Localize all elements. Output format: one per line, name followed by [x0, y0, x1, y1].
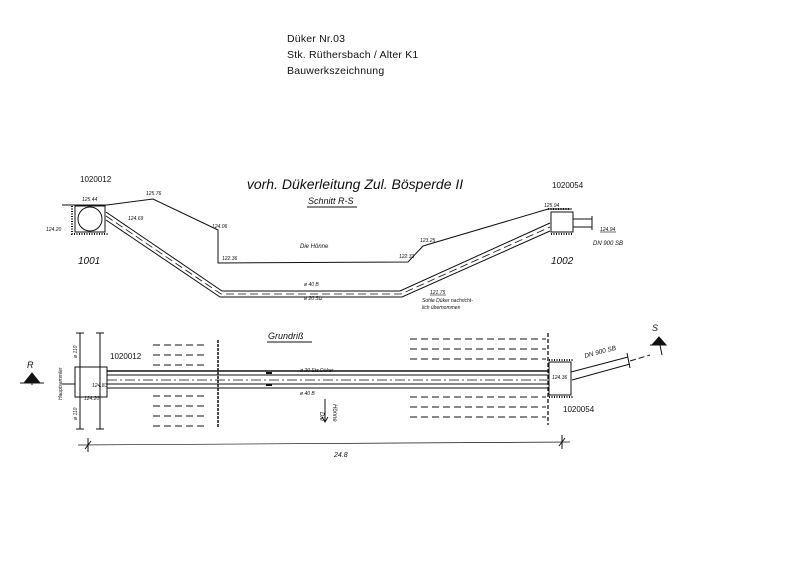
diameter-bottom: ø 110: [73, 407, 79, 420]
level-125-44: 125.44: [82, 197, 98, 203]
level-123-25: 123.25: [420, 238, 436, 244]
plan-level-124-20: 124.20: [84, 396, 100, 402]
level-124-06: 124.06: [212, 224, 228, 230]
river-label-plan-1: Die: [318, 412, 324, 422]
plan-title: Grundriß: [268, 331, 304, 341]
drawing-title-line3: Bauwerkszeichnung: [287, 65, 385, 77]
right-manhole-plan: [548, 352, 651, 398]
flow-arrow: [321, 399, 329, 423]
note-line1: Sohle Düker nachricht-: [422, 298, 473, 304]
section-subtitle: Schnitt R-S: [308, 196, 354, 206]
pipe-section-top: [105, 211, 551, 292]
level-124-94: 124.94: [600, 227, 616, 233]
dimension-value: 24.8: [333, 452, 348, 459]
plan-left-id: 1020012: [110, 352, 142, 361]
section-title: vorh. Dükerleitung Zul. Bösperde II: [247, 176, 463, 192]
drawing-title-line2: Stk. Rüthersbach / Alter K1: [287, 49, 419, 61]
level-122-33: 122.33: [399, 254, 415, 260]
plan-pipe-label-bottom: ø 40 B: [300, 391, 315, 397]
section-marker-s: S: [650, 323, 668, 356]
level-124-20: 124.20: [46, 227, 62, 233]
river-label-plan-2: Hönne: [331, 404, 337, 422]
left-manhole-plan: [62, 332, 108, 430]
marker-s-label: S: [652, 323, 658, 333]
section-right-id: 1020054: [552, 181, 584, 190]
pipe-section-axis: [105, 215, 551, 295]
plan-level-124-83: 124.83: [92, 383, 108, 389]
section-left-id: 1020012: [80, 175, 112, 184]
ground-profile-line: [62, 198, 570, 264]
note-line2: lich übernommen: [422, 305, 461, 311]
level-125-76: 125.76: [146, 191, 162, 197]
plan-right-id: 1020054: [563, 405, 595, 414]
left-manhole-section: [71, 205, 108, 235]
pipe-section-bottom: [105, 219, 551, 298]
marker-r-label: R: [27, 360, 34, 370]
pipe-label-20stz: ø 20 Stz: [304, 296, 323, 302]
level-124-69: 124.69: [128, 216, 144, 222]
main-sewer-label: Hauptsammler: [58, 367, 64, 400]
river-label-section: Die Hönne: [300, 244, 329, 250]
river-bank-left: [153, 344, 208, 427]
level-121-75: 121.75: [430, 290, 446, 296]
level-122-36: 122.36: [222, 256, 238, 262]
section-marker-r: R: [20, 360, 44, 385]
section-left-number: 1001: [78, 256, 100, 267]
pipe-label-40b: ø 40 B: [304, 282, 319, 288]
pipes-plan: [107, 370, 548, 389]
section-right-number: 1002: [551, 256, 574, 267]
diameter-top: ø 110: [73, 345, 79, 358]
outlet-label-plan: DN 900 SB: [584, 345, 618, 360]
right-manhole-section: [548, 208, 593, 235]
level-125-94: 125.94: [544, 203, 560, 209]
plan-level-124-36: 124.36: [552, 375, 568, 381]
plan-pipe-label-top: ø 20 Stz Düker: [300, 368, 334, 374]
river-bank-right: [410, 338, 546, 418]
outlet-label-section: DN 900 SB: [593, 241, 623, 247]
dimension-line: [77, 435, 571, 452]
drawing-title-line1: Düker Nr.03: [287, 33, 346, 45]
